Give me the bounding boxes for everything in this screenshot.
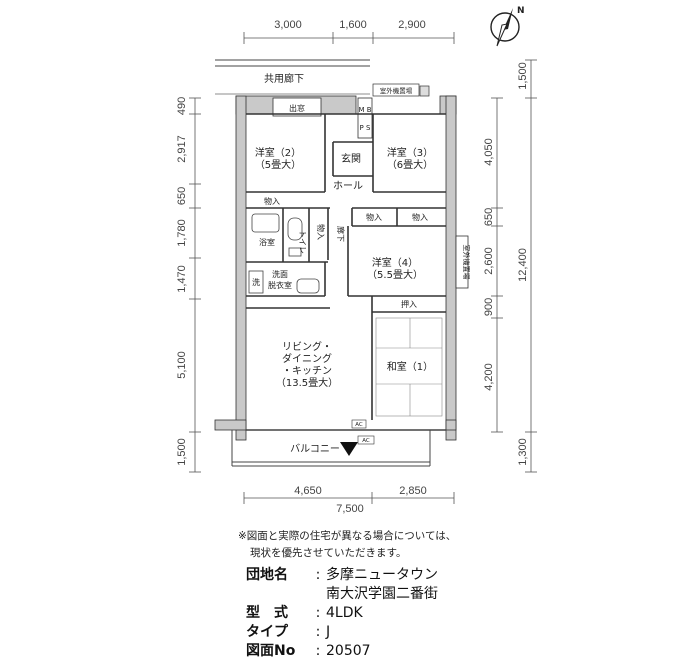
dim-bottom-2: 2,850 bbox=[399, 485, 427, 497]
balcony bbox=[231, 429, 446, 467]
drawing-sep: : bbox=[315, 643, 321, 659]
ac-label-2: AC bbox=[362, 438, 370, 444]
dim-right-4: 900 bbox=[483, 298, 495, 316]
top-dimensions bbox=[243, 32, 455, 44]
ldk-label-2: ダイニング bbox=[282, 352, 332, 365]
hallway-label: 廊下 bbox=[336, 226, 346, 242]
dim-left-5: 1,470 bbox=[176, 265, 188, 293]
subtype-value: J bbox=[326, 624, 331, 640]
right-dimensions bbox=[491, 59, 537, 473]
outdoor-unit-top bbox=[372, 83, 430, 97]
dim-bottom-total: 7,500 bbox=[336, 503, 364, 515]
dim-right-2: 650 bbox=[483, 208, 495, 226]
type-value: 4LDK bbox=[326, 605, 363, 621]
dressing-label: 脱衣室 bbox=[268, 280, 292, 290]
fixtures bbox=[248, 213, 320, 294]
dim-left-7: 1,500 bbox=[176, 438, 188, 466]
subtype-label: タイプ bbox=[246, 624, 288, 640]
complex-row-2: 南大沢学園二番街 bbox=[246, 585, 438, 604]
dim-left-6: 5,100 bbox=[176, 351, 188, 379]
mb-ps-shaft bbox=[357, 97, 373, 139]
drawing-value: 20507 bbox=[326, 643, 371, 659]
complex-value-1: 多摩ニュータウン bbox=[326, 567, 438, 583]
tatami-grid bbox=[375, 317, 443, 417]
western4-label: 洋室（4） bbox=[372, 256, 418, 269]
compass-north-label: N bbox=[517, 6, 525, 16]
ac-markers bbox=[351, 419, 375, 445]
complex-value-2: 南大沢学園二番街 bbox=[326, 586, 438, 602]
balcony-label: バルコニー bbox=[290, 443, 340, 455]
property-info: 団地名 : 多摩ニュータウン 南大沢学園二番街 型 式 : 4LDK タイプ :… bbox=[246, 566, 438, 661]
subtype-row: タイプ : J bbox=[246, 623, 438, 642]
western2-size: （5畳大） bbox=[255, 158, 301, 171]
dim-left-4: 1,780 bbox=[176, 219, 188, 247]
wash-label: 洗 bbox=[252, 277, 260, 287]
compass-icon: N bbox=[490, 6, 525, 47]
bath-label: 浴室 bbox=[259, 237, 275, 247]
ldk-size: （13.5畳大） bbox=[276, 376, 338, 389]
western4-size: （5.5畳大） bbox=[367, 268, 423, 281]
disclaimer-line-1: ※図面と実際の住宅が異なる場合については、 bbox=[238, 530, 457, 542]
toilet-label: トイレ bbox=[298, 230, 307, 254]
ps-label: P S bbox=[360, 124, 371, 132]
dim-left-3: 650 bbox=[176, 187, 188, 205]
dim-top-2: 1,600 bbox=[339, 19, 367, 31]
type-label: 型 式 bbox=[246, 605, 288, 621]
type-sep: : bbox=[315, 605, 321, 621]
dim-left-2: 2,917 bbox=[176, 135, 188, 163]
dim-right-outer-1: 1,500 bbox=[517, 62, 529, 90]
ldk-label-3: ・キッチン bbox=[282, 365, 332, 377]
entrance-label: 玄関 bbox=[341, 152, 361, 165]
japanese1-label: 和室（1） bbox=[387, 360, 433, 373]
dim-left-1: 490 bbox=[176, 97, 188, 115]
type-row: 型 式 : 4LDK bbox=[246, 604, 438, 623]
storage-label-2: 物入 bbox=[366, 212, 382, 222]
bottom-dimensions bbox=[243, 492, 455, 504]
mb-label: M B bbox=[358, 106, 371, 114]
interior-walls bbox=[246, 113, 446, 420]
outdoor-unit-top-label: 室外機置場 bbox=[380, 86, 413, 95]
left-dimensions bbox=[189, 97, 201, 473]
corridor-label: 共用廊下 bbox=[264, 72, 304, 85]
drawing-label: 図面No bbox=[246, 643, 296, 659]
subtype-sep: : bbox=[315, 624, 321, 640]
disclaimer-line-2: 現状を優先させていただきます。 bbox=[250, 547, 407, 559]
entry-arrow-icon bbox=[340, 442, 358, 456]
complex-sep: : bbox=[315, 567, 321, 583]
closet-label: 押入 bbox=[401, 299, 417, 309]
storage-label-1: 物入 bbox=[264, 196, 280, 206]
common-corridor bbox=[215, 59, 370, 95]
dim-right-1: 4,050 bbox=[483, 138, 495, 166]
storage-label-3: 物入 bbox=[412, 212, 428, 222]
dim-bottom-1: 4,650 bbox=[294, 485, 322, 497]
dim-top-1: 3,000 bbox=[274, 19, 302, 31]
storage-label-4: 物入 bbox=[316, 224, 326, 240]
dim-right-3: 2,600 bbox=[483, 247, 495, 275]
western3-size: （6畳大） bbox=[387, 158, 433, 171]
outdoor-unit-right-label: 室外機置場 bbox=[462, 245, 471, 280]
ldk-label-1: リビング・ bbox=[282, 340, 332, 353]
washroom-label: 洗面 bbox=[272, 269, 288, 279]
outdoor-unit-right bbox=[455, 235, 469, 289]
complex-row: 団地名 : 多摩ニュータウン bbox=[246, 566, 438, 585]
complex-label: 団地名 bbox=[246, 567, 288, 583]
hall-label: ホール bbox=[333, 180, 363, 192]
western3-label: 洋室（3） bbox=[387, 146, 433, 159]
bay-window bbox=[272, 97, 322, 117]
dim-right-outer-2: 12,400 bbox=[517, 248, 529, 282]
dim-top-3: 2,900 bbox=[398, 19, 426, 31]
western2-label: 洋室（2） bbox=[255, 146, 301, 159]
bay-window-label: 出窓 bbox=[289, 103, 305, 113]
dim-right-5: 4,200 bbox=[483, 363, 495, 391]
ac-label-1: AC bbox=[355, 422, 363, 428]
drawing-row: 図面No : 20507 bbox=[246, 642, 438, 661]
dim-right-outer-3: 1,300 bbox=[517, 438, 529, 466]
disclaimer-note: ※図面と実際の住宅が異なる場合については、 現状を優先させていただきます。 bbox=[238, 528, 658, 562]
